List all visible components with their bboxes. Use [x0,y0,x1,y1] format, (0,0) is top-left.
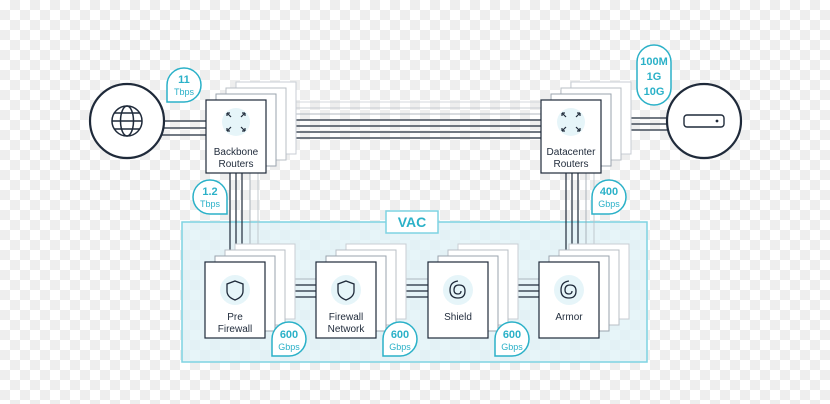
badge-value: 400 [600,186,618,198]
badge-400-gbps: 400 Gbps [591,179,627,215]
node-armor: Armor [538,243,630,339]
network-arrows-icon [222,108,250,136]
badge-600-gbps-3: 600 Gbps [494,321,530,357]
node-label-line2: Firewall [218,324,252,335]
speed-option: 100M [640,56,668,68]
badge-value: 1.2 [202,186,217,198]
node-label-line1: Armor [555,312,583,323]
badge-1-2-tbps: 1.2 Tbps [192,179,228,215]
badge-unit: Tbps [200,199,221,209]
node-label-line1: Datacenter [547,147,597,158]
speed-option: 1G [647,71,662,83]
internet-endpoint [88,82,166,160]
node-label-line2: Routers [553,159,588,170]
node-datacenter-routers: Datacenter Routers [540,81,632,174]
node-label-line2: Network [328,324,366,335]
badge-11-tbps: 11 Tbps [166,67,202,103]
badge-value: 11 [178,74,190,86]
shield-icon [220,275,250,305]
node-firewall-network: Firewall Network [315,243,407,339]
node-label-line1: Backbone [214,147,259,158]
badge-value: 600 [280,329,298,341]
badge-600-gbps-1: 600 Gbps [271,321,307,357]
badge-unit: Gbps [598,199,620,209]
node-label-line1: Pre [227,312,243,323]
badge-value: 600 [391,329,409,341]
badge-600-gbps-2: 600 Gbps [382,321,418,357]
spiral-icon [443,275,473,305]
node-label-line1: Shield [444,312,472,323]
server-endpoint [665,82,743,160]
node-label-line2: Routers [218,159,253,170]
badge-unit: Tbps [174,87,195,97]
badge-link-speeds: 100M 1G 10G [636,44,672,106]
node-shield: Shield [427,243,519,339]
network-arrows-icon [557,108,585,136]
node-pre-firewall: Pre Firewall [204,243,296,339]
badge-unit: Gbps [389,342,411,352]
node-label-line1: Firewall [329,312,363,323]
badge-value: 600 [503,329,521,341]
globe-icon [111,105,143,137]
badge-unit: Gbps [278,342,300,352]
spiral-icon [554,275,584,305]
node-backbone-routers: Backbone Routers [205,81,297,174]
server-icon [683,114,725,128]
badge-unit: Gbps [501,342,523,352]
shield-icon [331,275,361,305]
speed-option: 10G [644,86,665,98]
vac-label: VAC [398,214,427,230]
